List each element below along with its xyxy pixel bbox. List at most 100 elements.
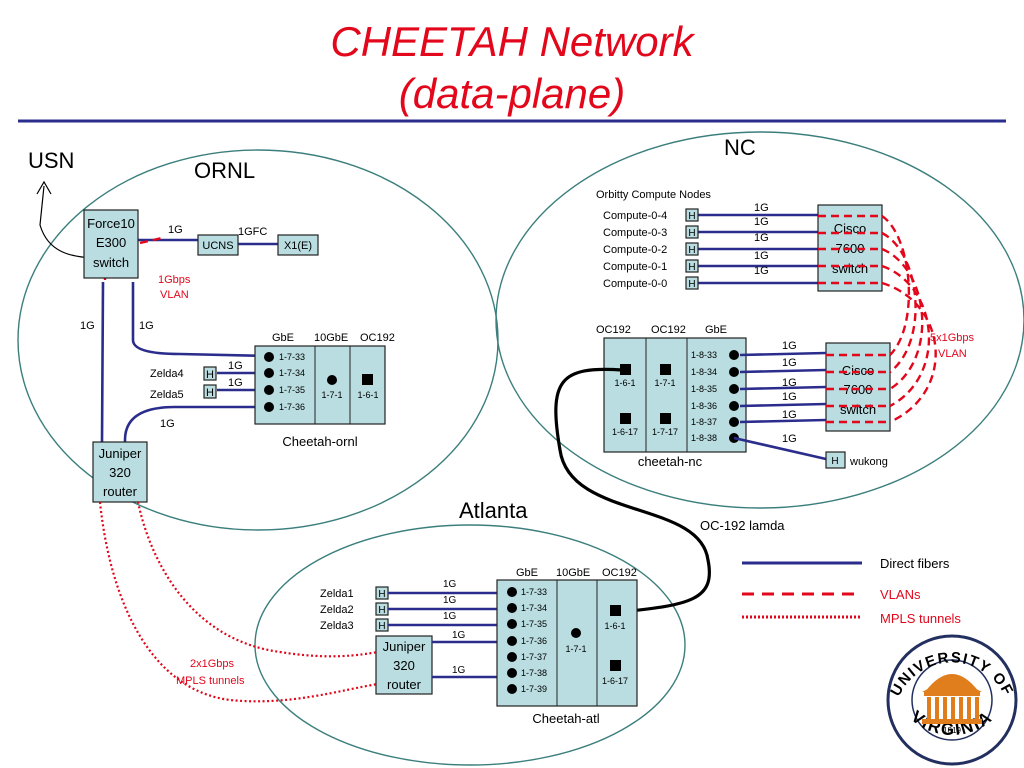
atl-zelda-label: Zelda2	[320, 604, 354, 616]
cheetah-nc-port-label: 1-8-35	[691, 384, 717, 394]
link-1g-right: 1G	[139, 320, 154, 332]
title-line1: CHEETAH Network	[330, 18, 695, 65]
legend-mpls: MPLS tunnels	[880, 611, 961, 626]
atl-zelda-host-label: H	[378, 621, 385, 632]
compute-host-label: H	[688, 279, 695, 290]
compute-host: H	[685, 259, 699, 273]
juniper-ornl: Juniper 320 router	[92, 441, 148, 503]
cheetah-atl-port-label: 1-7-34	[521, 603, 547, 613]
cheetah-nc-port-dot	[729, 417, 739, 427]
compute-node-label: Compute-0-2	[603, 244, 667, 256]
cheetah-nc-port-label: 1-8-34	[691, 367, 717, 377]
compute-node-label: Compute-0-1	[603, 261, 667, 273]
cheetah-ornl-right-port: 1-6-1	[357, 390, 378, 400]
cheetah-ornl-right-square	[362, 374, 373, 385]
link-1gfc: 1GFC	[238, 226, 267, 238]
compute-node-label: Compute-0-3	[603, 227, 667, 239]
cheetah-atl-port-label: 1-7-33	[521, 587, 547, 597]
cheetah-atl-right-bottom-square	[610, 660, 621, 671]
cheetah-nc-mid-bottom-square	[660, 413, 671, 424]
region-ornl: ORNL	[194, 158, 255, 183]
ucns-label: UCNS	[202, 240, 233, 252]
cheetah-atl-col-gbe: GbE	[516, 567, 538, 579]
force10-line1: Force10	[87, 216, 135, 231]
wukong-host-label: H	[831, 456, 838, 467]
fiber-nc-cisco	[739, 368, 827, 374]
atl-zelda-host-label: H	[378, 605, 385, 616]
force10-line2: E300	[96, 235, 126, 250]
cheetah-nc-link-label: 1G	[782, 340, 797, 352]
cisco-bottom-line1: Cisco	[842, 363, 875, 378]
fiber-wukong	[733, 436, 827, 461]
vlan-cisco-link	[881, 247, 924, 391]
cheetah-atl-name: Cheetah-atl	[532, 711, 599, 726]
zelda5-host: H	[203, 384, 217, 399]
cheetah-atl-port-dot	[507, 619, 517, 629]
cheetah-nc-link-label: 1G	[782, 377, 797, 389]
vlan-ornl	[139, 236, 163, 245]
link-zelda5: 1G	[228, 377, 243, 389]
cheetah-atl-port-label: 1-7-36	[521, 636, 547, 646]
juniper-atl-link-2: 1G	[452, 665, 466, 676]
cheetah-atl-port-label: 1-7-39	[521, 684, 547, 694]
atlanta-region	[254, 524, 686, 766]
cisco-bottom: Cisco 7600 switch	[825, 342, 891, 432]
cheetah-ornl-port-label: 1-7-35	[279, 385, 305, 395]
cheetah-nc: OC192 OC192 GbE 1-6-1 1-7-1 1-6-17 1-7-1…	[596, 324, 827, 469]
compute-link-label: 1G	[754, 250, 769, 262]
zelda5-label: Zelda5	[150, 389, 184, 401]
fiber-nc-cisco	[739, 418, 827, 424]
zelda4-label: Zelda4	[150, 368, 184, 380]
atl-zelda-label: Zelda3	[320, 620, 354, 632]
ornl-vlan-line1: 1Gbps	[158, 274, 191, 286]
oc192-lamda-label: OC-192 lamda	[700, 518, 785, 533]
cheetah-nc-mid-top-square	[660, 364, 671, 375]
mpls-tunnel-1	[136, 501, 379, 658]
atl-zelda-host: H	[375, 586, 389, 600]
compute-host: H	[685, 276, 699, 290]
cheetah-atl-port-label: 1-7-38	[521, 668, 547, 678]
vlan-cisco-link	[881, 264, 931, 408]
ornl-vlan-line2: VLAN	[160, 289, 189, 301]
cheetah-nc-col-oc192a: OC192	[596, 324, 631, 336]
link-1g-left: 1G	[80, 320, 95, 332]
cheetah-nc-left-bottom-square	[620, 413, 631, 424]
cheetah-nc-name: cheetah-nc	[638, 454, 703, 469]
link-zelda4: 1G	[228, 360, 243, 372]
zelda4-host-label: H	[206, 369, 214, 381]
cheetah-ornl-port-dot	[264, 402, 274, 412]
cheetah-nc-link-label: 1G	[782, 433, 797, 445]
region-usn: USN	[28, 148, 74, 173]
atl-zelda-link-label: 1G	[443, 595, 457, 606]
cheetah-nc-port-dot	[729, 384, 739, 394]
cheetah-nc-link-label: 1G	[782, 409, 797, 421]
link-juniper-ornl: 1G	[160, 418, 175, 430]
cheetah-ornl-name: Cheetah-ornl	[282, 434, 357, 449]
cheetah-ornl-port-dot	[264, 352, 274, 362]
juniper-ornl-line3: router	[103, 484, 138, 499]
compute-host: H	[685, 242, 699, 256]
cheetah-ornl-col-gbe: GbE	[272, 332, 294, 344]
juniper-ornl-line2: 320	[109, 465, 131, 480]
compute-host-label: H	[688, 211, 695, 222]
legend-direct: Direct fibers	[880, 556, 950, 571]
cheetah-atl-port-label: 1-7-37	[521, 652, 547, 662]
cisco-bottom-line3: switch	[840, 402, 876, 417]
compute-link-label: 1G	[754, 265, 769, 277]
cheetah-atl-col-oc192: OC192	[602, 567, 637, 579]
force10-line3: switch	[93, 255, 129, 270]
atl-zelda-host: H	[375, 602, 389, 616]
cheetah-nc-left-top-square	[620, 364, 631, 375]
atl-zelda-link-label: 1G	[443, 579, 457, 590]
cheetah-ornl-port-dot	[264, 368, 274, 378]
cheetah-ornl-port-label: 1-7-33	[279, 352, 305, 362]
x1e-label: X1(E)	[284, 240, 312, 252]
cheetah-ornl-col-10gbe: 10GbE	[314, 332, 348, 344]
zelda5-host-label: H	[206, 387, 214, 399]
atl-zelda-link-label: 1G	[443, 611, 457, 622]
juniper-atl-line2: 320	[393, 658, 415, 673]
link-1g-ucns: 1G	[168, 224, 183, 236]
ucns-node: UCNS	[197, 234, 239, 256]
mpls-label-line1: 2x1Gbps	[190, 658, 235, 670]
cheetah-nc-col-oc192b: OC192	[651, 324, 686, 336]
